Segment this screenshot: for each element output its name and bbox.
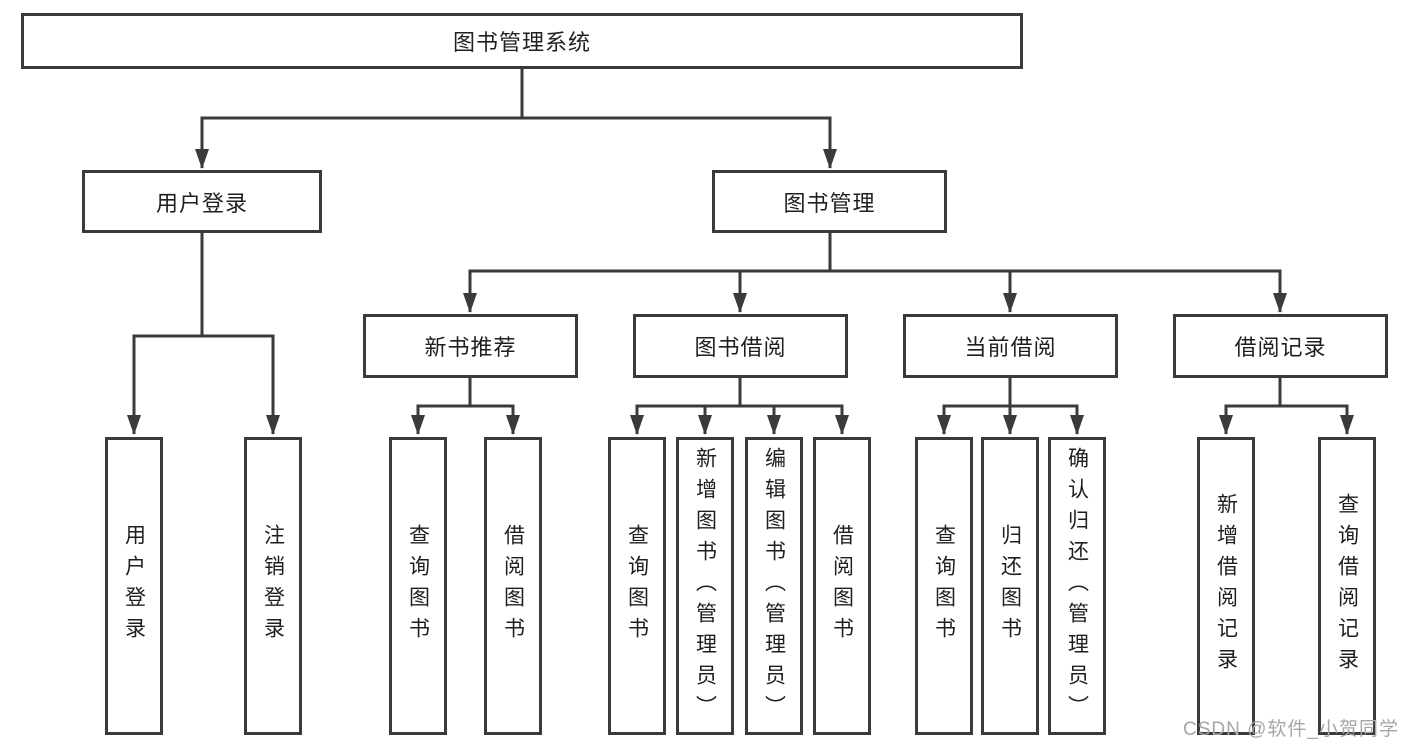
query-borrow-record-leaf: 查询借阅记录 [1318, 437, 1376, 735]
book-management-branch-node: 图书管理 [712, 170, 947, 233]
query-book-leaf: 查询图书 [389, 437, 447, 735]
user-login-leaf: 用户登录 [105, 437, 163, 735]
borrow-record-node: 借阅记录 [1173, 314, 1388, 378]
current-borrow-node: 当前借阅 [903, 314, 1118, 378]
borrow-book-leaf: 借阅图书 [813, 437, 871, 735]
borrow-book-leaf: 借阅图书 [484, 437, 542, 735]
book-borrow-node: 图书借阅 [633, 314, 848, 378]
return-book-leaf: 归还图书 [981, 437, 1039, 735]
root-node: 图书管理系统 [21, 13, 1023, 69]
branch-rails [132, 67, 1349, 408]
user-login-branch-node: 用户登录 [82, 170, 322, 233]
new-book-recommend-node: 新书推荐 [363, 314, 578, 378]
add-borrow-record-leaf: 新增借阅记录 [1197, 437, 1255, 735]
csdn-watermark: CSDN @软件_小贺同学 [1183, 719, 1399, 740]
logout-leaf: 注销登录 [244, 437, 302, 735]
query-book-leaf: 查询图书 [608, 437, 666, 735]
query-book-leaf: 查询图书 [915, 437, 973, 735]
arrow-connectors [127, 118, 1354, 435]
confirm-return-admin-leaf: 确认归还（管理员） [1048, 437, 1106, 735]
add-book-admin-leaf: 新增图书（管理员） [676, 437, 734, 735]
edit-book-admin-leaf: 编辑图书（管理员） [745, 437, 803, 735]
